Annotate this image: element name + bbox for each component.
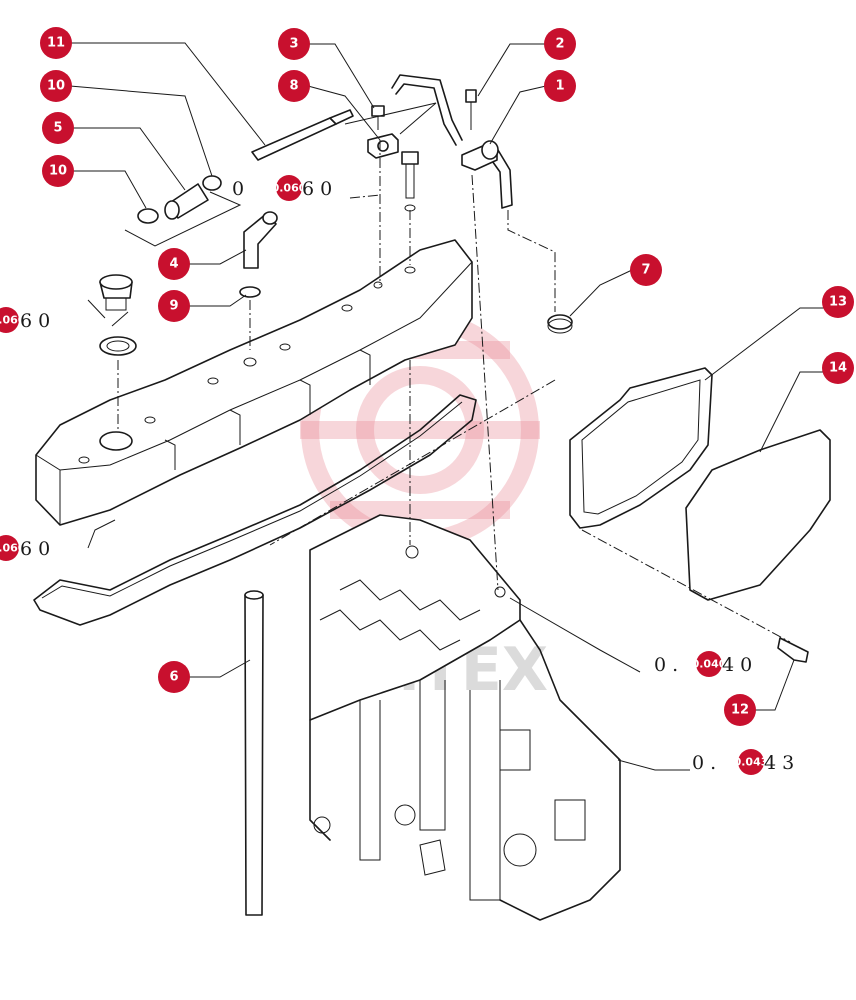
callout-7[interactable]: 7 — [630, 254, 662, 286]
tube-6 — [244, 590, 264, 916]
reference-2: 0.060 6 0 — [0, 535, 50, 561]
svg-text:13: 13 — [829, 295, 847, 310]
clamp-10-lower — [137, 208, 159, 224]
reference-0: 0 0.060 6 0 — [232, 175, 332, 201]
reference-suffix: 6 0 — [20, 538, 50, 560]
reference-badge — [738, 749, 764, 775]
reference-badge — [0, 535, 19, 561]
reference-badge — [0, 307, 19, 333]
svg-text:8: 8 — [289, 79, 298, 94]
svg-text:5: 5 — [53, 121, 62, 136]
callout-4[interactable]: 4 — [158, 248, 190, 280]
reference-4: 0 . 0.043 4 3 — [692, 749, 794, 775]
reference-suffix: 4 0 — [722, 654, 752, 676]
svg-text:7: 7 — [641, 263, 650, 278]
svg-text:0.040: 0.040 — [692, 658, 727, 671]
callout-14[interactable]: 14 — [822, 352, 854, 384]
reference-badge — [276, 175, 302, 201]
screw-12 — [777, 637, 809, 663]
callout-11[interactable]: 11 — [40, 27, 72, 59]
reference-badge — [696, 651, 722, 677]
reference-labels: 0 0.060 6 0 0.060 6 0 0.060 6 0 0 . 0.04… — [0, 175, 794, 775]
svg-text:10: 10 — [47, 79, 65, 94]
reference-prefix: 0 — [232, 178, 244, 200]
svg-text:4: 4 — [169, 257, 178, 272]
callout-13[interactable]: 13 — [822, 286, 854, 318]
svg-text:0.060: 0.060 — [0, 314, 26, 327]
reference-prefix: 0 . — [692, 752, 716, 774]
oil-filler-cap — [99, 274, 137, 356]
seal-ring-9 — [239, 286, 261, 298]
bolt-2 — [465, 89, 477, 130]
callout-1[interactable]: 1 — [544, 70, 576, 102]
reference-suffix: 6 0 — [20, 310, 50, 332]
gasket-13 — [569, 367, 713, 529]
callout-10-lower[interactable]: 10 — [42, 155, 74, 187]
stud-bolt — [401, 151, 419, 212]
svg-text:12: 12 — [731, 703, 749, 718]
reference-1: 0.060 6 0 — [0, 307, 50, 333]
reference-suffix: 6 0 — [302, 178, 332, 200]
reference-prefix: 0 . — [654, 654, 678, 676]
svg-text:0.043: 0.043 — [734, 756, 769, 769]
svg-text:11: 11 — [47, 36, 65, 51]
hose-5 — [164, 183, 209, 220]
callouts: 11 10 5 10 3 8 2 1 7 4 9 13 14 6 12 — [40, 27, 854, 726]
svg-text:1: 1 — [555, 79, 564, 94]
elbow-fitting-4 — [243, 211, 278, 269]
reference-3: 0 . 0.040 4 0 — [654, 651, 752, 677]
svg-text:3: 3 — [289, 37, 298, 52]
callout-3[interactable]: 3 — [278, 28, 310, 60]
callout-8[interactable]: 8 — [278, 70, 310, 102]
svg-text:9: 9 — [169, 299, 178, 314]
callout-12[interactable]: 12 — [724, 694, 756, 726]
valve-cover-gasket — [33, 394, 477, 626]
reference-suffix: 4 3 — [764, 752, 794, 774]
bracket-1 — [461, 140, 499, 171]
clamp-10-upper — [202, 175, 222, 191]
callout-9[interactable]: 9 — [158, 290, 190, 322]
breather-pipe — [391, 74, 513, 209]
svg-text:0.060: 0.060 — [0, 542, 26, 555]
valve-cover — [35, 239, 473, 526]
clip-7 — [547, 314, 573, 334]
bolt-3 — [371, 105, 385, 130]
callout-2[interactable]: 2 — [544, 28, 576, 60]
svg-text:14: 14 — [829, 361, 847, 376]
svg-text:10: 10 — [49, 164, 67, 179]
pipe-11 — [251, 109, 354, 161]
bracket-8 — [367, 133, 399, 159]
callout-leaders — [69, 42, 824, 771]
svg-text:6: 6 — [169, 670, 178, 685]
svg-text:2: 2 — [555, 37, 564, 52]
callout-10-upper[interactable]: 10 — [40, 70, 72, 102]
cover-plate-14 — [685, 429, 831, 601]
callout-6[interactable]: 6 — [158, 661, 190, 693]
callout-5[interactable]: 5 — [42, 112, 74, 144]
assembly-lines — [117, 102, 791, 643]
svg-text:0.060: 0.060 — [272, 182, 307, 195]
engine-block — [309, 514, 621, 921]
